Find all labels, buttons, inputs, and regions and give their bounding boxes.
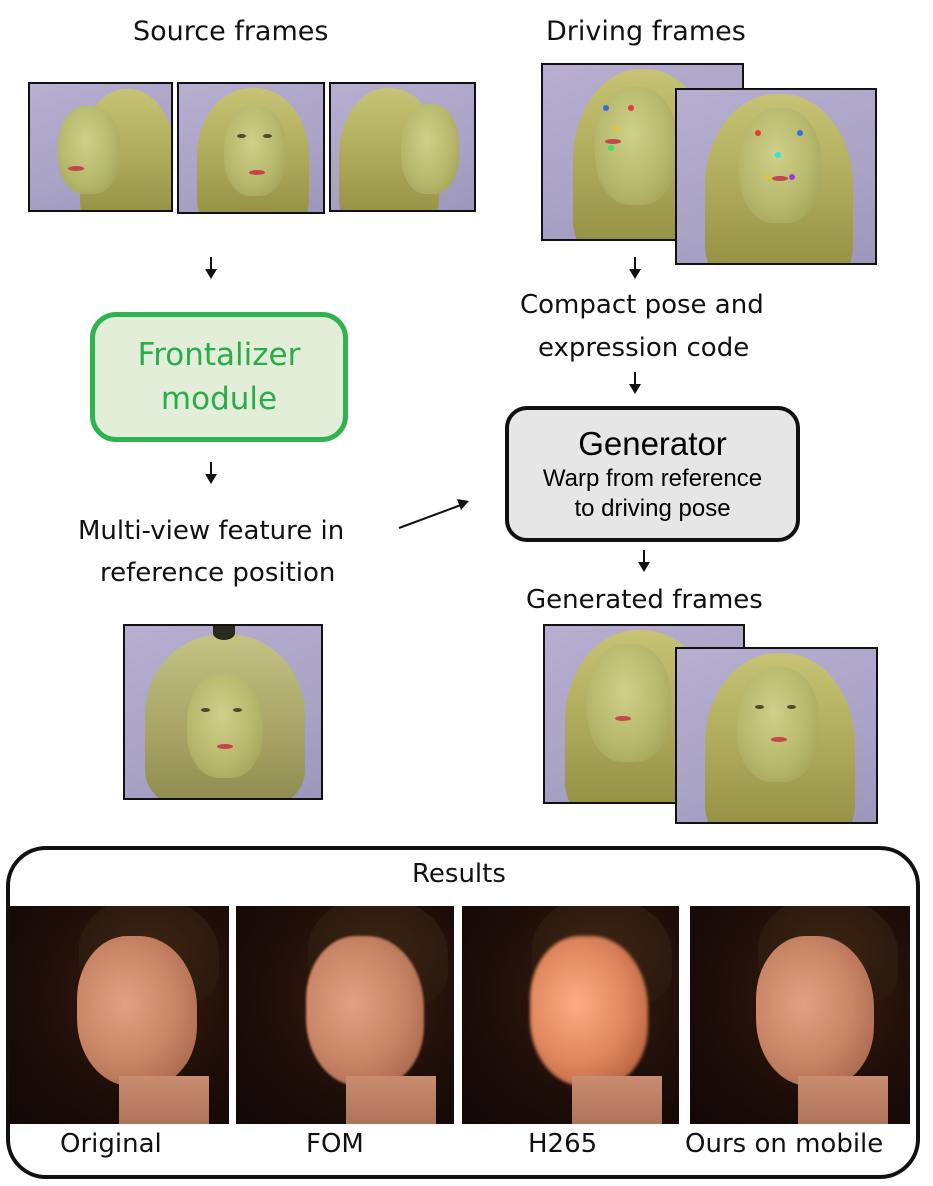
generated-frame-front (675, 647, 878, 824)
generator-title: Generator (578, 425, 727, 462)
generator-desc-line1: Warp from reference (542, 465, 763, 492)
generated-frames-label: Generated frames (526, 585, 763, 615)
source-frame-left-profile (28, 82, 173, 212)
frontalizer-subtitle: module (160, 381, 278, 417)
source-frame-right-profile (329, 82, 476, 212)
driving-frame-front (675, 88, 877, 265)
compact-code-line1: Compact pose and (520, 290, 764, 320)
driving-frames-label: Driving frames (546, 16, 746, 47)
multiview-feature-image (123, 624, 323, 800)
result-label-h265: H265 (528, 1129, 598, 1159)
frontalizer-title: Frontalizer (137, 337, 301, 373)
frontalizer-module-box: Frontalizer module (90, 312, 348, 442)
arrow-driving-to-code (629, 257, 641, 279)
arrow-frontalizer-to-feature (205, 462, 217, 484)
result-image-fom (236, 906, 454, 1124)
arrow-code-to-generator (629, 372, 641, 394)
generator-desc-line2: to driving pose (574, 495, 731, 522)
source-frames-label: Source frames (133, 16, 329, 47)
compact-code-line2: expression code (538, 333, 750, 363)
source-frame-three-quarter (177, 82, 325, 214)
result-image-ours (690, 906, 910, 1124)
result-label-fom: FOM (306, 1129, 364, 1159)
arrow-feature-to-generator (398, 499, 469, 529)
generated-frame-back (543, 624, 745, 804)
multiview-line2: reference position (100, 558, 336, 588)
result-label-ours: Ours on mobile (685, 1129, 884, 1159)
arrow-source-to-frontalizer (205, 257, 217, 279)
results-title: Results (412, 859, 506, 889)
result-image-h265 (462, 906, 679, 1124)
result-label-original: Original (60, 1129, 162, 1159)
result-image-original (9, 906, 229, 1124)
multiview-line1: Multi-view feature in (78, 516, 345, 546)
arrow-generator-to-output (638, 550, 650, 572)
generator-box: Generator Warp from reference to driving… (505, 406, 800, 542)
